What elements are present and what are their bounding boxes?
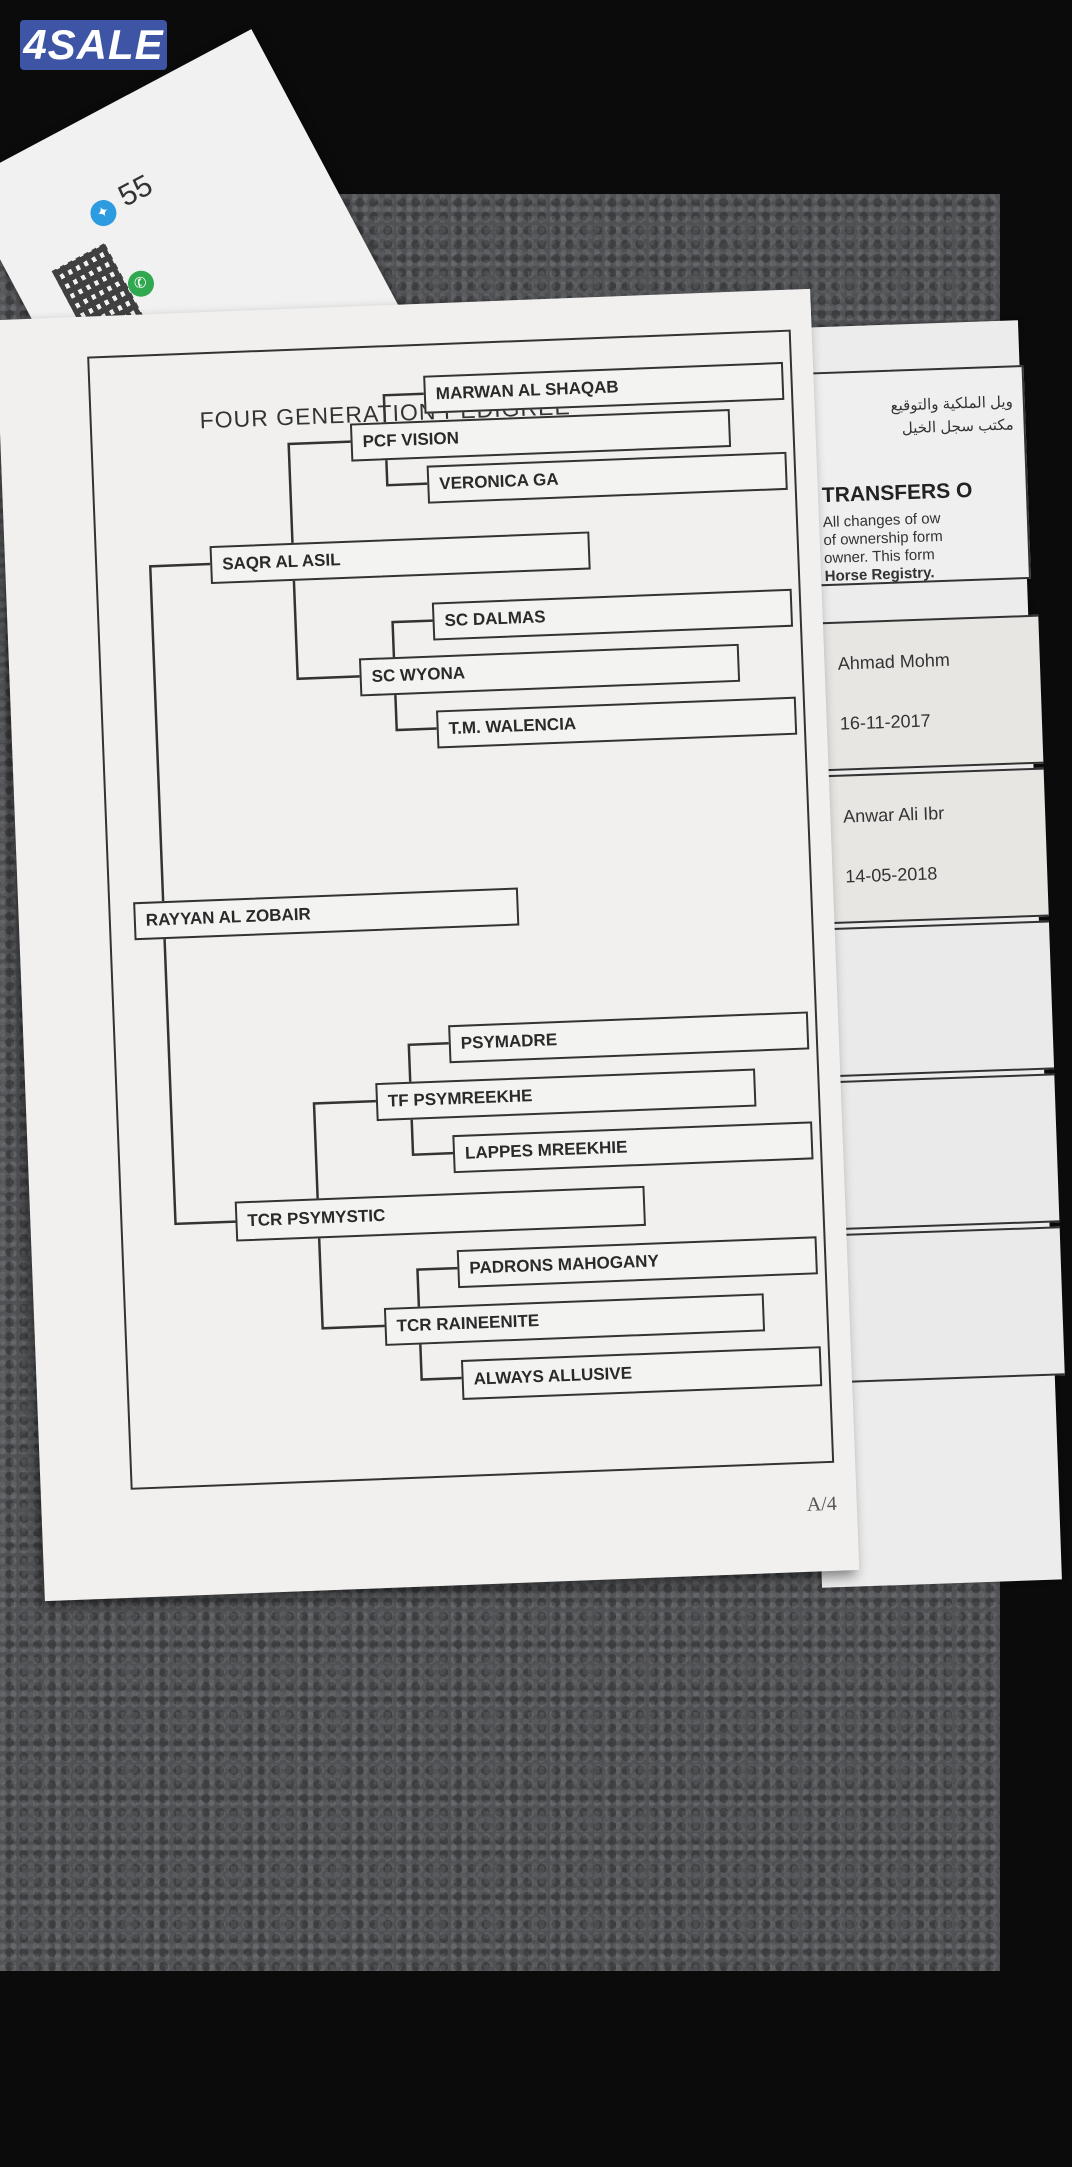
pedigree-name: SAQR AL ASIL	[221, 550, 341, 574]
page-number: A/4	[806, 1492, 838, 1516]
connector-dam	[162, 919, 236, 1226]
pedigree-name: SC WYONA	[371, 663, 466, 686]
pedigree-name: PADRONS MAHOGANY	[469, 1251, 660, 1278]
card-phone-partial: 55	[112, 168, 158, 214]
transfer-date: 16-11-2017	[839, 710, 931, 734]
pedigree-name: MARWAN AL SHAQAB	[435, 377, 619, 404]
pedigree-name: RAYYAN AL ZOBAIR	[145, 904, 312, 930]
photo-area: ✦ ✆ 55 ويل الملكية والتوقيع مكتب سجل الخ…	[0, 29, 1065, 1971]
twitter-icon: ✦	[85, 195, 122, 231]
transfer-row-empty	[839, 1226, 1065, 1383]
pedigree-name: T.M. WALENCIA	[448, 714, 577, 739]
pedigree-name: TCR RAINEENITE	[396, 1310, 540, 1336]
connector-sire	[148, 562, 211, 920]
pedigree-name: PCF VISION	[362, 428, 460, 452]
connector-sire-dam	[291, 560, 360, 681]
arabic-line-2: مكتب سجل الخيل	[901, 416, 1014, 438]
connector-sire-sire	[287, 440, 351, 561]
transfer-owner-name: Ahmad Mohm	[837, 649, 951, 674]
pedigree-name: SC DALMAS	[444, 607, 546, 631]
pedigree-page: FOUR GENERATION PEDIGREE	[0, 288, 860, 1602]
connector-dam-sire	[312, 1099, 377, 1219]
pedigree-name: TF PSYMREEKHE	[387, 1086, 533, 1111]
connector-dam-dam	[317, 1218, 385, 1330]
transfer-rows: Ahmad Mohm 16-11-2017 Anwar Ali Ibr 14-0…	[818, 614, 1065, 1387]
transfers-header: ويل الملكية والتوقيع مكتب سجل الخيل TRAN…	[799, 365, 1031, 587]
transfer-row-empty	[834, 1073, 1060, 1230]
pedigree-name: TCR PSYMYSTIC	[247, 1205, 386, 1231]
transfers-title: TRANSFERS O	[821, 478, 973, 508]
transfer-row: Anwar Ali Ibr 14-05-2018	[823, 767, 1049, 925]
transfer-row-empty	[829, 920, 1055, 1078]
pedigree-name: VERONICA GA	[438, 469, 559, 494]
watermark-logo: 4SALE	[20, 20, 167, 70]
pedigree-name: LAPPES MREEKHIE	[464, 1137, 628, 1163]
transfers-text-line-4: Horse Registry.	[824, 564, 935, 586]
arabic-line-1: ويل الملكية والتوقيع	[890, 393, 1014, 415]
transfer-owner-name: Anwar Ali Ibr	[842, 803, 945, 827]
pedigree-name: ALWAYS ALLUSIVE	[473, 1363, 633, 1389]
pedigree-name: PSYMADRE	[460, 1030, 558, 1053]
transfer-row: Ahmad Mohm 16-11-2017	[818, 614, 1044, 772]
transfers-text: All changes of ow of ownership form owne…	[823, 510, 945, 586]
transfer-date: 14-05-2018	[844, 863, 938, 887]
